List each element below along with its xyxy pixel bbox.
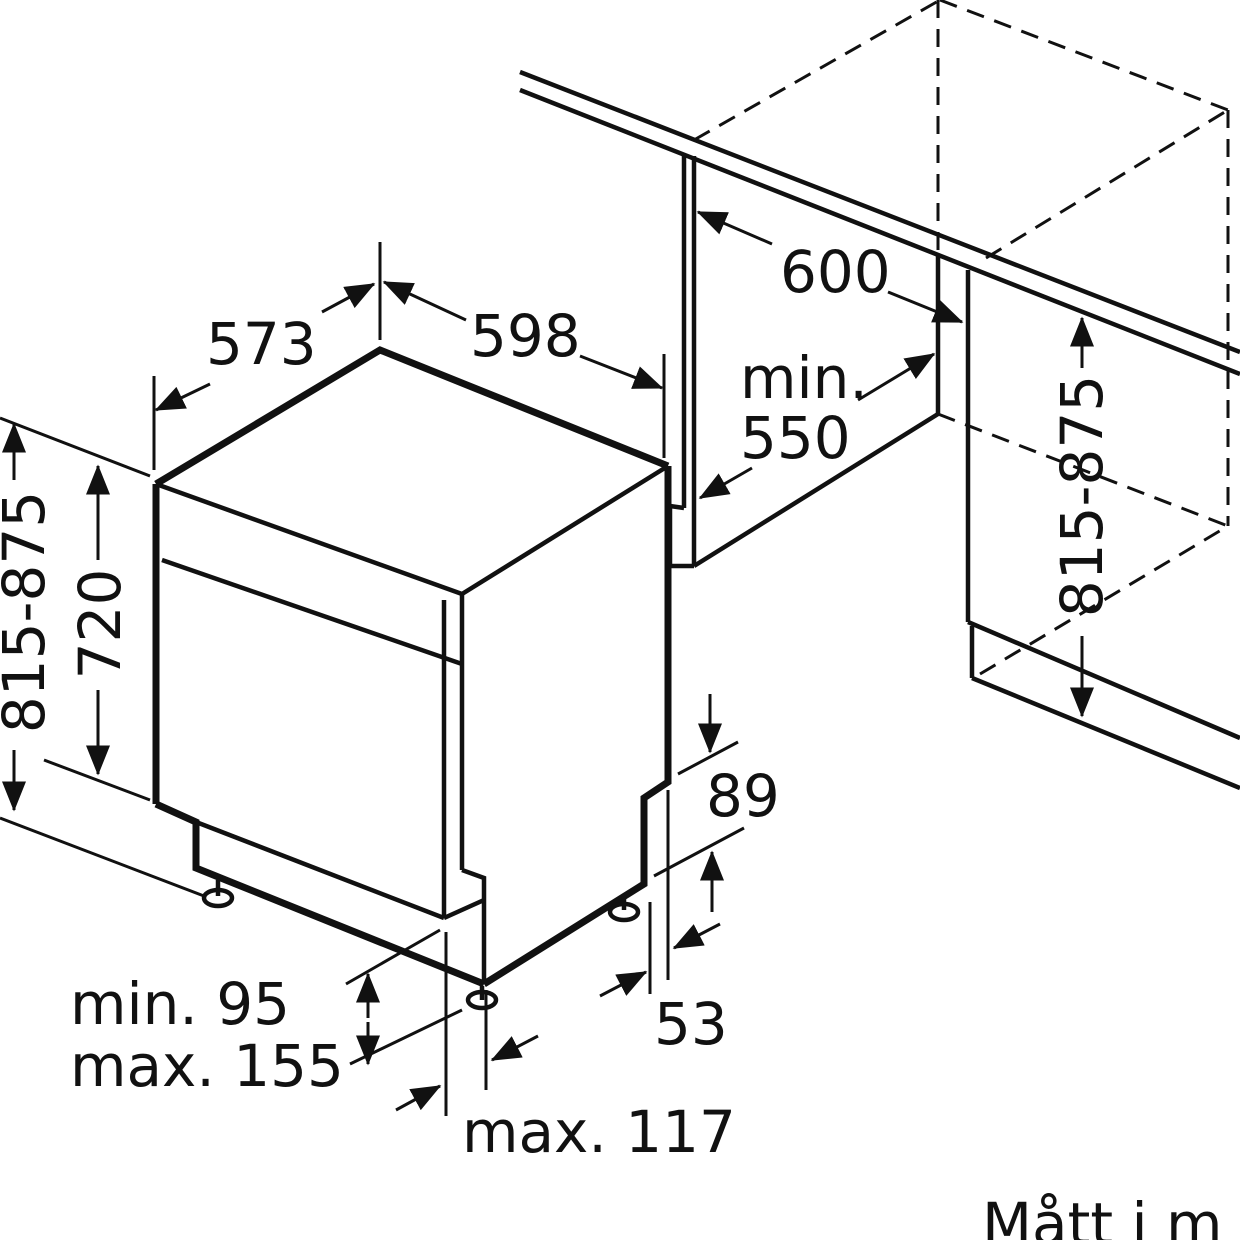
plinth-height-label-line1: min. 95 <box>70 970 290 1038</box>
units-note: Mått i m <box>982 1190 1223 1240</box>
niche-depth-label-line2: 550 <box>740 404 851 472</box>
dimension-lines <box>0 210 1094 1116</box>
panel-offset-label: 53 <box>654 990 728 1058</box>
body-height-label: 720 <box>66 569 134 680</box>
niche-cabinet <box>667 154 1240 791</box>
countertop <box>519 69 1240 377</box>
plinth-depth-label: max. 117 <box>462 1098 736 1166</box>
niche-height-range-label: 815-875 <box>1048 375 1116 617</box>
panel-height-label: 89 <box>706 762 780 830</box>
dishwasher-feet <box>201 880 641 1011</box>
plinth-height-label-line2: max. 155 <box>70 1032 344 1100</box>
dishwasher-body <box>152 346 672 988</box>
left-height-range-label: 815-875 <box>0 491 58 733</box>
width-label: 598 <box>470 302 581 370</box>
niche-width-label: 600 <box>780 238 891 306</box>
niche-depth-label-line1: min. <box>740 344 868 412</box>
depth-label: 573 <box>206 310 317 378</box>
niche-hidden-edges <box>693 0 1230 676</box>
